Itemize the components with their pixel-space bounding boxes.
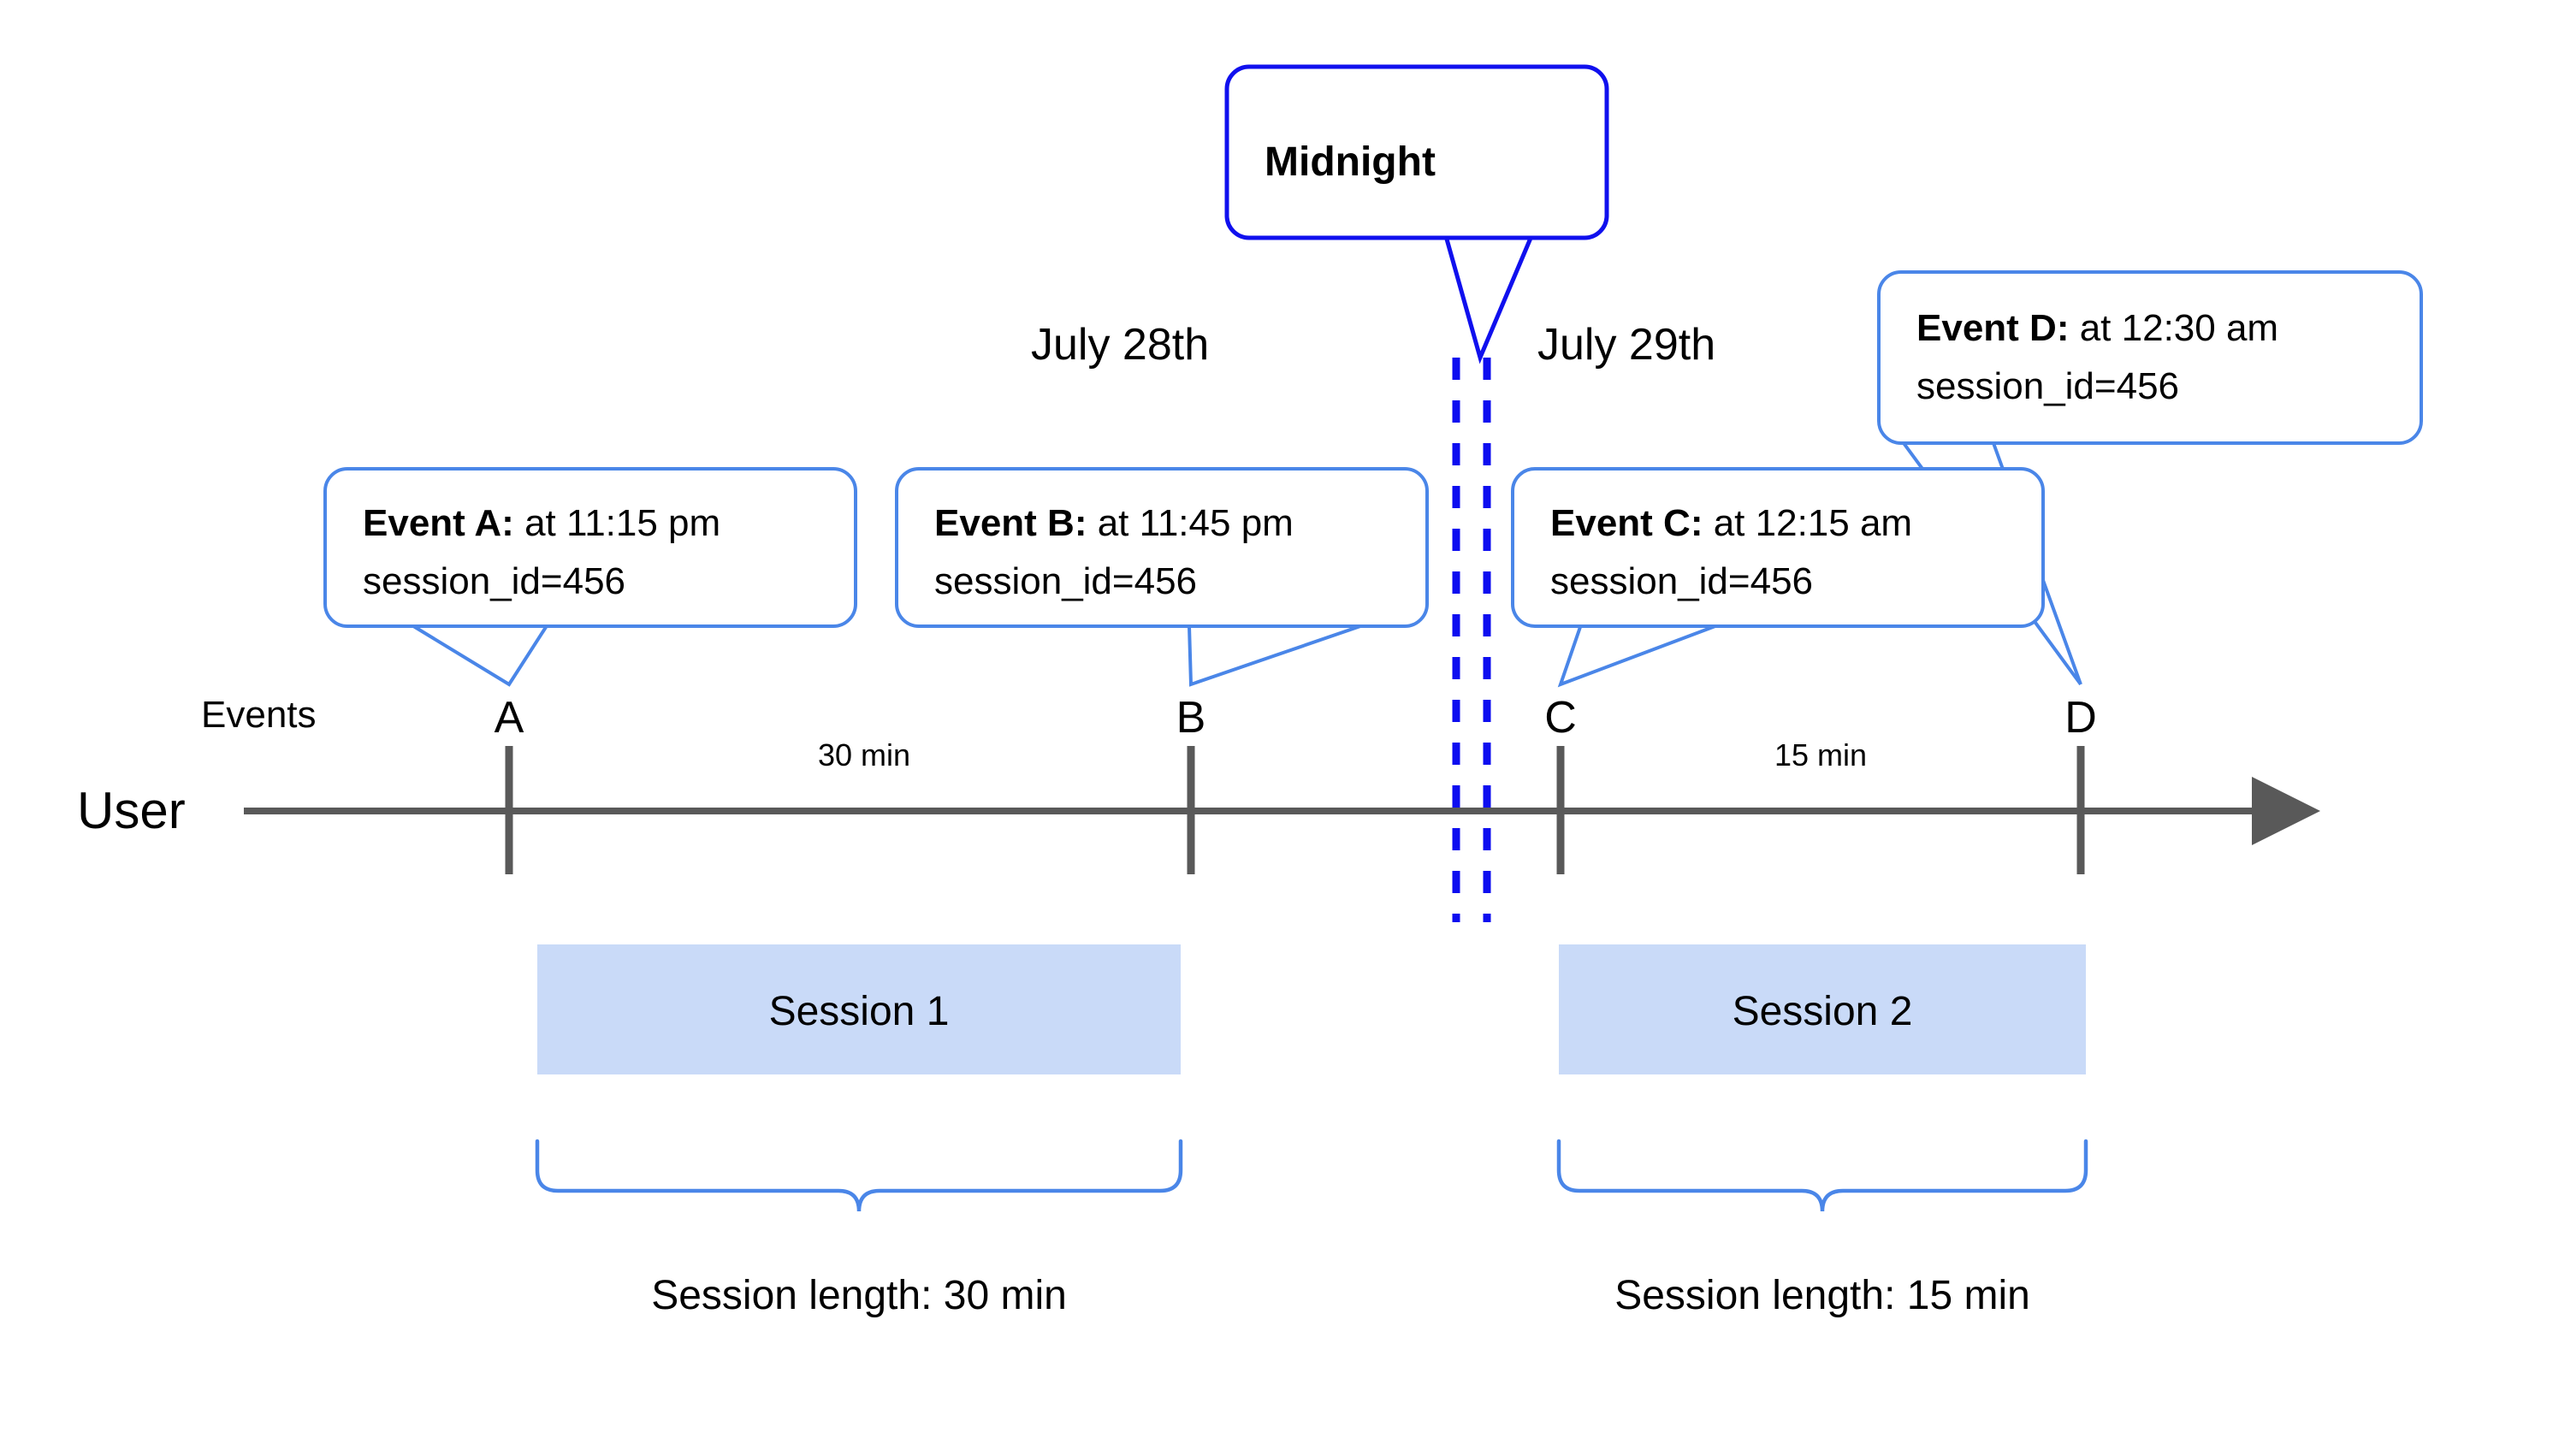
gap-label-a-b: 30 min	[818, 737, 910, 772]
session-2-rect	[1559, 944, 2086, 1074]
event-c-callout-line1: Event C: at 12:15 am	[1550, 502, 1912, 544]
event-d-callout[interactable]: Event D: at 12:30 am session_id=456	[1877, 270, 2423, 686]
event-d-callout-box	[1877, 270, 2423, 445]
event-b-callout-line1: Event B: at 11:45 pm	[934, 502, 1294, 544]
midnight-callout[interactable]: Midnight	[1224, 64, 1609, 364]
axis-arrow-icon	[2252, 777, 2320, 845]
event-b-callout-tail	[1188, 624, 1361, 687]
event-b-time: at 11:45 pm	[1087, 502, 1293, 544]
row-label-events: Events	[201, 694, 317, 736]
session-2-label: Session 2	[1733, 989, 1913, 1034]
session-1-rect	[537, 944, 1181, 1074]
session-1-bar[interactable]: Session 1	[537, 944, 1181, 1074]
event-b-meta: session_id=456	[934, 560, 1197, 602]
marker-label-d: D	[2064, 693, 2097, 743]
midnight-callout-tail	[1443, 235, 1534, 364]
marker-label-a: A	[495, 693, 524, 743]
event-b-callout-box	[895, 467, 1429, 628]
midnight-callout-box	[1224, 64, 1609, 240]
gap-label-c-d: 15 min	[1774, 737, 1867, 772]
event-a-callout-tail	[409, 623, 549, 687]
session-1-label: Session 1	[769, 989, 950, 1034]
event-a-meta: session_id=456	[363, 560, 625, 602]
event-d-meta: session_id=456	[1916, 365, 2179, 407]
event-d-callout-line1: Event D: at 12:30 am	[1916, 307, 2278, 349]
session-1-length-label: Session length: 30 min	[651, 1273, 1067, 1318]
date-label-july-29: July 29th	[1537, 320, 1715, 370]
event-d-time: at 12:30 am	[2069, 307, 2278, 349]
marker-label-c: C	[1544, 693, 1577, 743]
event-c-callout-box	[1511, 467, 2045, 628]
event-a-callout-box	[323, 467, 857, 628]
session-2-brace	[1556, 1139, 2088, 1212]
session-1-brace	[535, 1139, 1183, 1212]
event-c-callout-tail	[1557, 623, 1721, 688]
midnight-divider	[1452, 358, 1491, 922]
event-d-title: Event D:	[1916, 307, 2069, 349]
date-label-july-28: July 28th	[1031, 320, 1209, 370]
session-2-length-label: Session length: 15 min	[1614, 1273, 2030, 1318]
event-a-title: Event A:	[363, 502, 514, 544]
event-c-callout[interactable]: Event C: at 12:15 am session_id=456	[1511, 467, 2045, 688]
session-2-bar[interactable]: Session 2	[1559, 944, 2086, 1074]
event-b-title: Event B:	[934, 502, 1087, 544]
timeline-axis	[244, 746, 2320, 874]
event-c-time: at 12:15 am	[1703, 502, 1912, 544]
event-c-meta: session_id=456	[1550, 560, 1813, 602]
event-a-time: at 11:15 pm	[514, 502, 720, 544]
midnight-callout-label: Midnight	[1265, 139, 1436, 185]
event-b-callout[interactable]: Event B: at 11:45 pm session_id=456	[895, 467, 1429, 687]
row-label-user: User	[77, 782, 186, 839]
event-a-callout-line1: Event A: at 11:15 pm	[363, 502, 720, 544]
event-c-title: Event C:	[1550, 502, 1703, 544]
event-a-callout[interactable]: Event A: at 11:15 pm session_id=456	[323, 467, 857, 687]
marker-label-b: B	[1176, 693, 1206, 743]
